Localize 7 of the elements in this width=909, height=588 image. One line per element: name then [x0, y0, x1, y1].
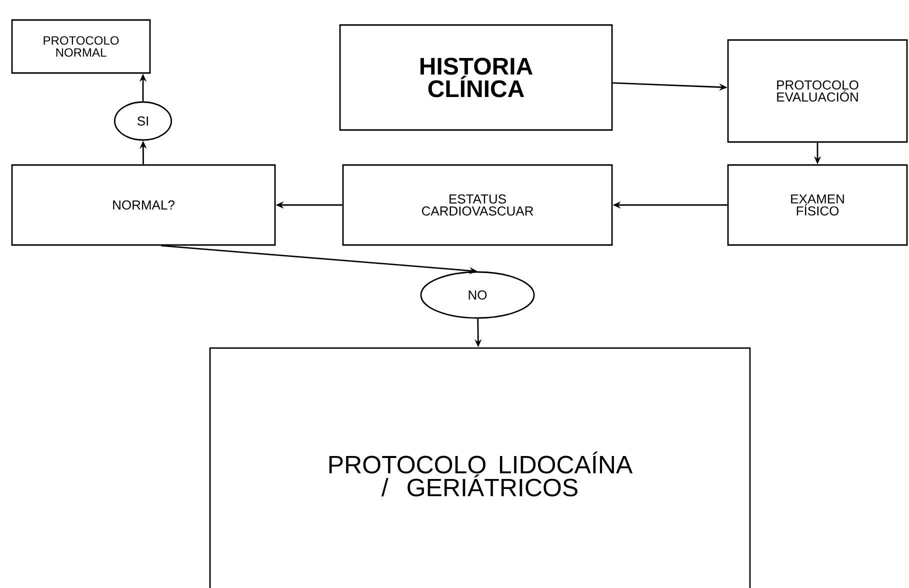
- process-box: ESTATUS CARDIOVASCUAR: [342, 164, 613, 246]
- process-box: EXAMEN FÍSICO: [727, 164, 908, 246]
- process-box: PROTOCOLO EVALUACIÓN: [727, 39, 908, 143]
- process-box: HISTORIA CLÍNICA: [339, 24, 613, 131]
- process-box: PROTOCOLO NORMAL: [11, 19, 151, 74]
- process-box: PROTOCOLO LIDOCAÍNA / GERIÁTRICOS: [209, 347, 751, 588]
- process-box: NORMAL?: [11, 164, 276, 246]
